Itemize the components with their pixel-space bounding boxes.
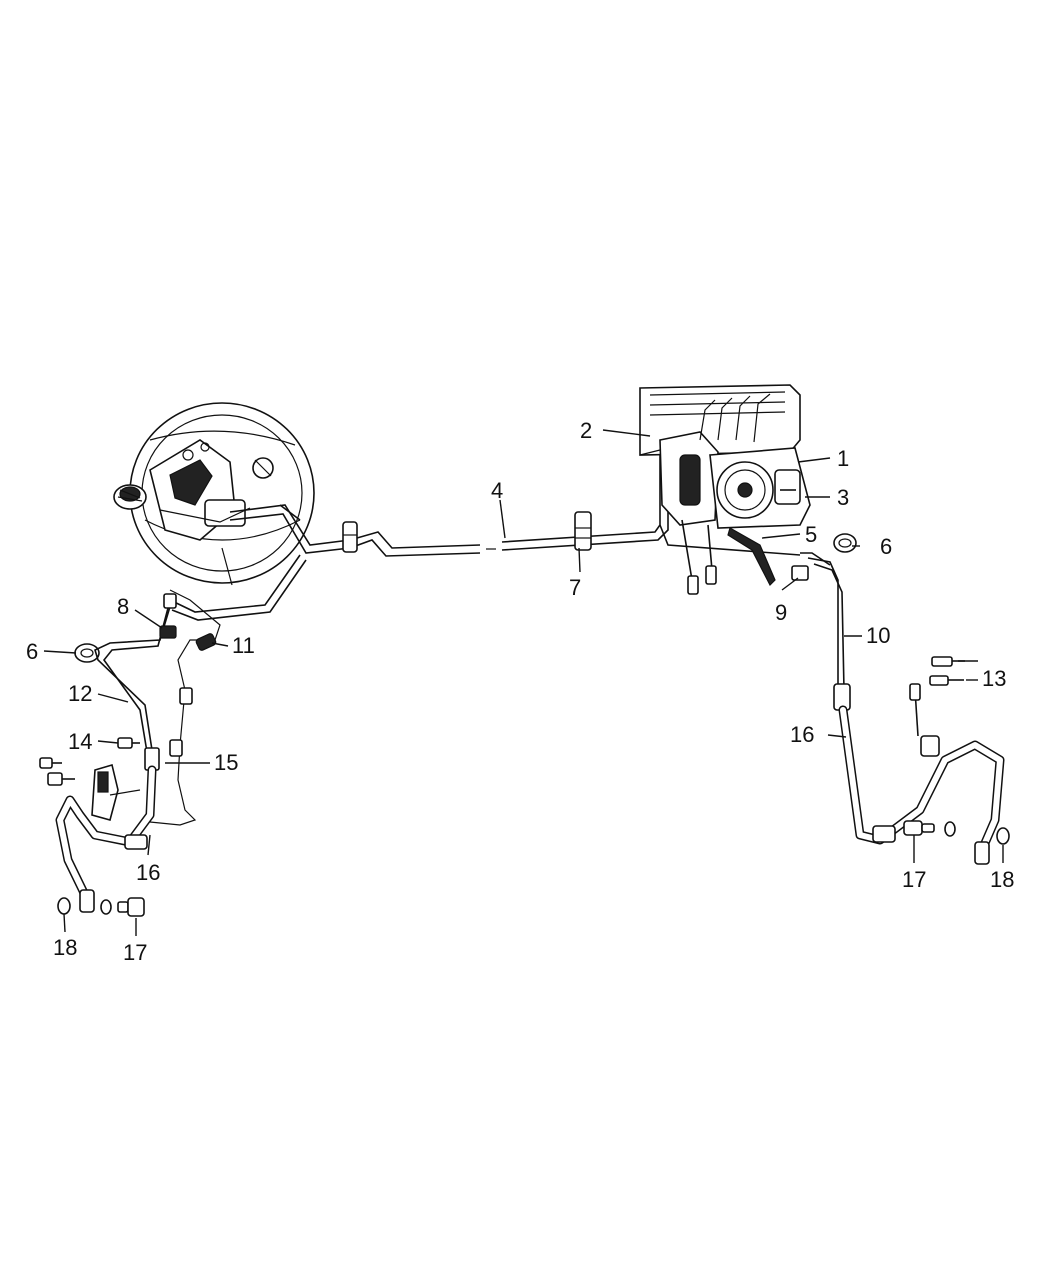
abs-hydraulic-unit xyxy=(639,384,811,595)
banjo-bolt-left xyxy=(100,897,145,917)
callout-7: 7 xyxy=(569,575,581,600)
callout-17-left: 17 xyxy=(123,940,147,965)
right-brake-line xyxy=(807,557,851,711)
callout-9: 9 xyxy=(775,600,787,625)
abs-wiring-harness xyxy=(727,527,776,587)
bolts-left xyxy=(39,737,140,786)
bracket-clip xyxy=(159,625,177,639)
left-brake-line xyxy=(94,599,173,771)
callout-labels: 1 2 3 4 5 6 6 7 8 9 10 11 12 13 14 15 16… xyxy=(26,418,1014,965)
line-clip-left xyxy=(342,521,358,553)
callout-1: 1 xyxy=(837,446,849,471)
callout-18-left: 18 xyxy=(53,935,77,960)
banjo-bolt-right xyxy=(903,820,956,837)
callout-6-left: 6 xyxy=(26,639,38,664)
left-caliper-bracket xyxy=(91,763,141,821)
line-clip-center xyxy=(574,511,592,551)
callout-11: 11 xyxy=(232,633,255,658)
callout-2: 2 xyxy=(580,418,592,443)
bolts-right-top xyxy=(929,656,965,686)
right-brake-hose xyxy=(838,683,1005,865)
callout-12: 12 xyxy=(68,681,92,706)
callout-16-right: 16 xyxy=(790,722,814,747)
grommet-right xyxy=(833,533,857,553)
callout-5: 5 xyxy=(805,522,817,547)
callout-14: 14 xyxy=(68,729,92,754)
callout-18-right: 18 xyxy=(990,867,1014,892)
grommet-left xyxy=(74,643,100,663)
callout-8: 8 xyxy=(117,594,129,619)
callout-16-left: 16 xyxy=(136,860,160,885)
line-fitting xyxy=(791,552,831,581)
callout-6-right: 6 xyxy=(880,534,892,559)
washer-right xyxy=(996,827,1010,845)
washer-left xyxy=(57,897,71,915)
callout-15: 15 xyxy=(214,750,238,775)
callout-10: 10 xyxy=(866,623,890,648)
callout-4: 4 xyxy=(491,478,503,503)
master-cylinder xyxy=(149,439,251,541)
fluid-reservoir-cap xyxy=(113,484,147,510)
callout-3: 3 xyxy=(837,485,849,510)
connector-clip xyxy=(195,633,217,651)
callout-13: 13 xyxy=(982,666,1006,691)
wheel-speed-sensor-wire xyxy=(149,589,221,826)
leader-lines xyxy=(43,429,1004,936)
left-brake-hose xyxy=(55,765,157,913)
callout-17-right: 17 xyxy=(902,867,926,892)
